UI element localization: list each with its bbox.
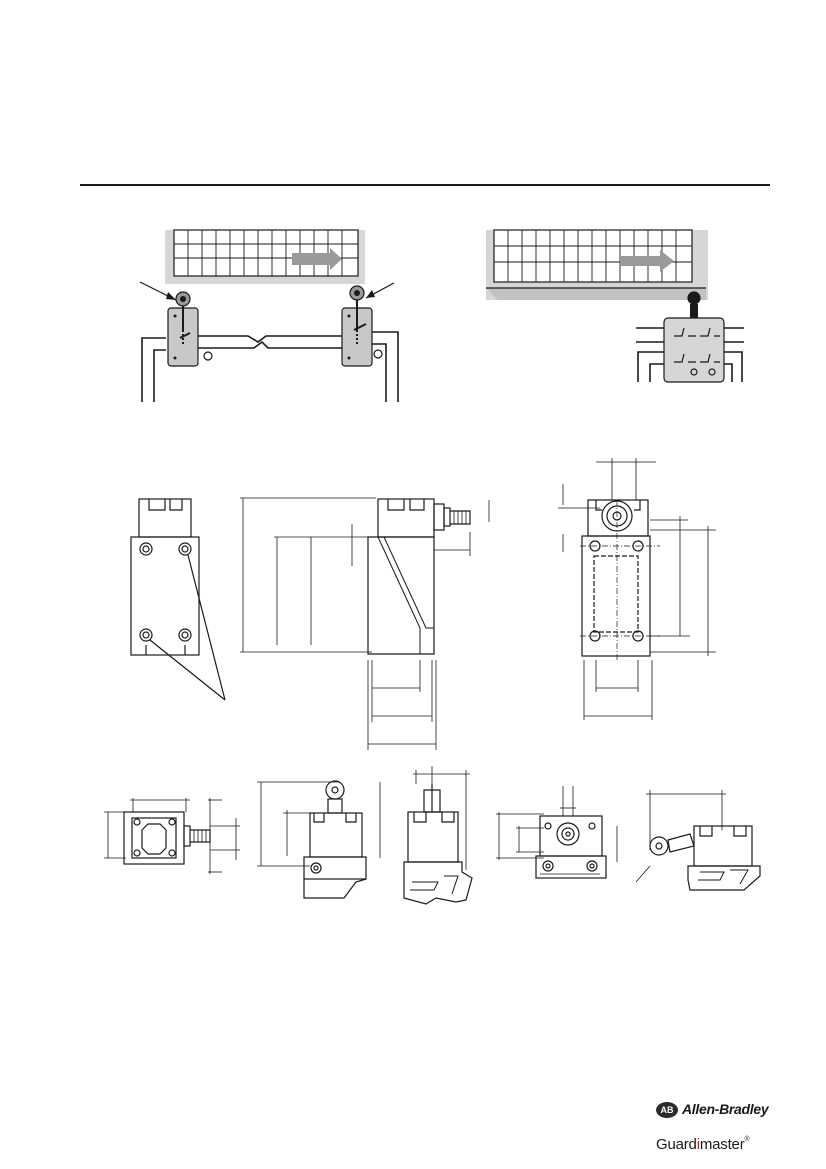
wiring-left [141, 323, 399, 402]
side-view-rotary [257, 780, 381, 899]
product-line-part-b: master [699, 1136, 745, 1153]
product-line-part-mid: i [696, 1136, 700, 1153]
side-view-rotary-angled [403, 766, 473, 905]
interlock-switch-left [139, 281, 213, 367]
side-view [240, 497, 490, 750]
registered-mark: ® [744, 1136, 750, 1143]
front-view-rotary [496, 786, 618, 879]
ab-badge-logo: AB [656, 1102, 678, 1118]
guard-door-right [486, 229, 708, 300]
product-line-part-a: Guard [656, 1136, 697, 1153]
top-view-plunger [104, 798, 240, 874]
front-view-roller [558, 458, 716, 720]
top-rule [80, 184, 770, 186]
company-name: Allen-Bradley [682, 1101, 769, 1117]
guard-door-left [165, 229, 365, 284]
front-view [130, 498, 226, 701]
switch-right-schematic [636, 291, 744, 383]
interlock-switch-right [341, 282, 395, 367]
side-view-roller-lever [635, 790, 761, 891]
product-line-name: Guardimaster® [656, 1136, 750, 1153]
brand-logo: AB Allen-Bradley Guardimaster® [648, 1100, 778, 1162]
